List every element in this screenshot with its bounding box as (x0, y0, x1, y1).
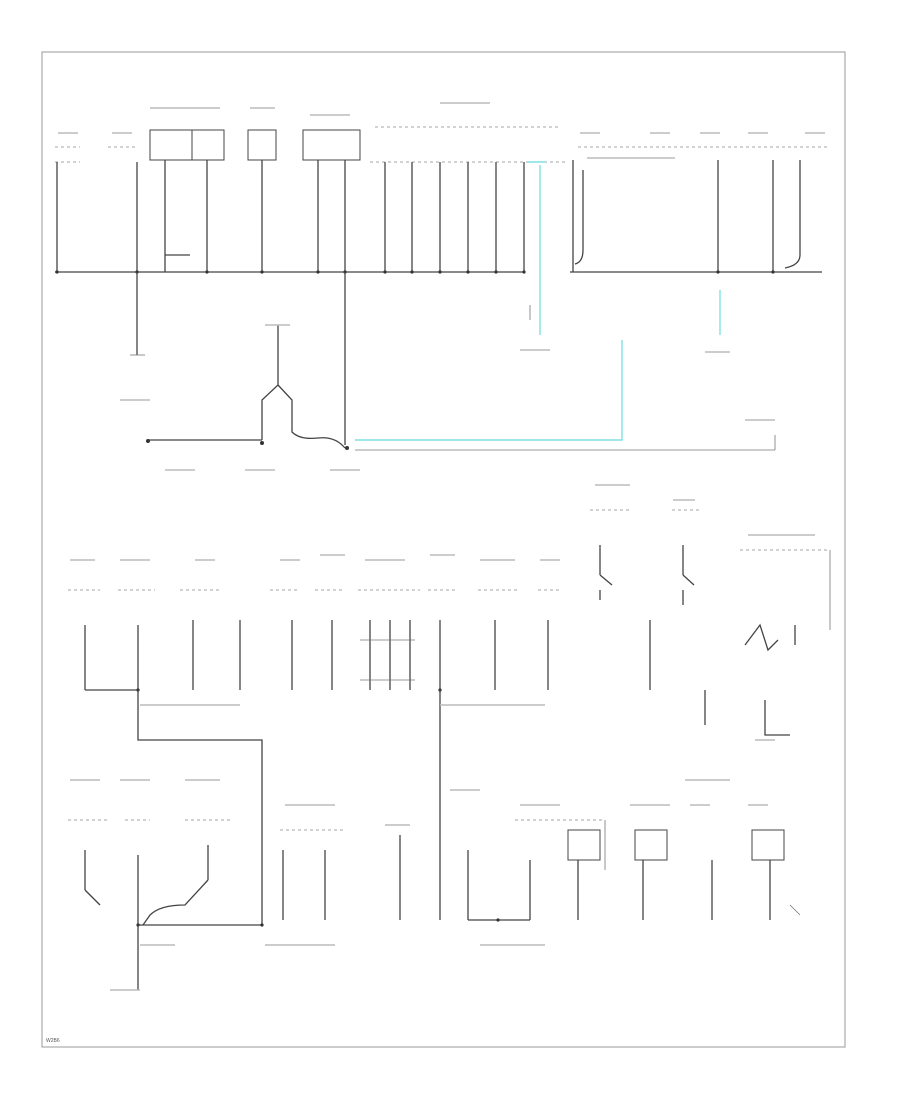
top-vertical-wires (56, 157, 801, 272)
module-box-3 (247, 129, 277, 161)
module-box-2 (191, 129, 225, 161)
diagram-frame (41, 51, 846, 1048)
diagram-reference-code: W2B6 (46, 1038, 60, 1044)
component-group-right (590, 509, 831, 741)
component-group-lower-left (68, 589, 560, 925)
module-box-5 (567, 829, 601, 861)
illegible-label-marks (58, 102, 825, 991)
module-box-7 (751, 829, 785, 861)
component-boxes-top (149, 129, 361, 161)
module-box-1 (149, 129, 198, 161)
top-bus-splices (55, 270, 775, 274)
highlighted-wire (355, 161, 721, 441)
component-group-bottom (68, 819, 801, 990)
middle-ground-section (130, 272, 776, 451)
module-box-6 (634, 829, 668, 861)
module-box-4 (302, 129, 361, 161)
